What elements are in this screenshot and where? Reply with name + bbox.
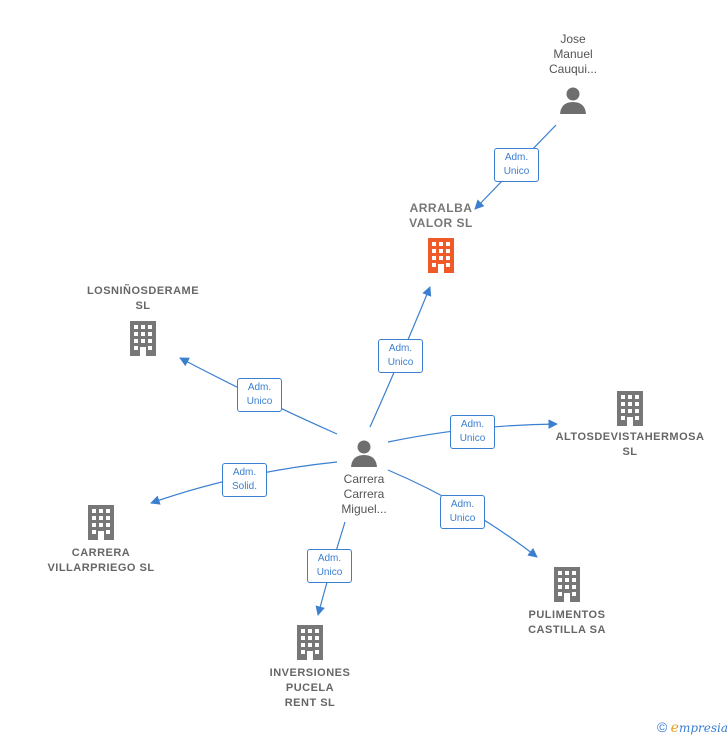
relation-badge[interactable]: Adm. Unico [440,495,485,529]
brand-name: empresia [670,720,728,736]
building-icon [512,566,622,602]
person-icon [322,438,406,468]
empresia-credit[interactable]: © empresia [657,719,728,736]
node-label-line: Jose [560,32,586,46]
node-arralba-valor[interactable]: ARRALBA VALOR SL [386,201,496,273]
badge-line: Adm. [504,152,529,163]
node-losninosderame[interactable]: LOSNIÑOSDERAME SL [78,284,208,356]
badge-line: Unico [449,513,476,524]
badge-line: Unico [387,357,414,368]
node-label-line: RENT SL [284,697,336,709]
badge-line: Adm. [317,553,342,564]
badge-line: Unico [316,567,343,578]
relation-badge[interactable]: Adm. Solid. [222,463,267,497]
node-label-line: VALOR SL [409,216,473,230]
badge-line: Unico [459,433,486,444]
node-label-line: CASTILLA SA [528,624,606,636]
badge-line: Adm. [247,382,272,393]
node-label-line: PUCELA [285,682,335,694]
node-label-line: SL [135,300,151,312]
node-carrera-carrera-miguel[interactable]: Carrera Carrera Miguel... [322,438,406,517]
relation-badge[interactable]: Adm. Unico [450,415,495,449]
node-label-line: PULIMENTOS [528,609,606,621]
node-inversiones-pucela[interactable]: INVERSIONES PUCELA RENT SL [255,624,365,711]
badge-line: Unico [503,166,530,177]
badge-line: Unico [246,396,273,407]
node-label-line: CARRERA [71,547,131,559]
node-label-line: VILLARPRIEGO SL [47,562,155,574]
relation-badge[interactable]: Adm. Unico [307,549,352,583]
building-icon [550,390,710,426]
brand-initial: e [670,720,679,736]
node-label-line: ARRALBA [409,201,473,215]
node-label-line: LOSNIÑOSDERAME [86,285,200,297]
building-icon [78,320,208,356]
person-icon [523,85,623,115]
building-icon [36,504,166,540]
node-altosdevistahermosa[interactable]: ALTOSDEVISTAHERMOSA SL [550,390,710,460]
badge-line: Adm. [460,419,485,430]
relation-badge[interactable]: Adm. Unico [237,378,282,412]
relation-badge[interactable]: Adm. Unico [378,339,423,373]
node-label-line: ALTOSDEVISTAHERMOSA [555,431,705,443]
copyright-symbol: © [656,719,668,735]
badge-line: Solid. [231,481,257,492]
node-jose-manuel[interactable]: Jose Manuel Cauqui... [523,32,623,115]
badge-line: Adm. [388,343,413,354]
building-icon [386,237,496,273]
node-label-line: SL [622,446,638,458]
badge-line: Adm. [450,499,475,510]
building-icon [255,624,365,660]
badge-line: Adm. [232,467,257,478]
node-label-line: Carrera [343,487,385,501]
node-carrera-villarpriego[interactable]: CARRERA VILLARPRIEGO SL [36,504,166,576]
node-pulimentos-castilla[interactable]: PULIMENTOS CASTILLA SA [512,566,622,638]
brand-rest: mpresia [678,721,728,735]
node-label-line: Cauqui... [548,62,598,76]
node-label-line: INVERSIONES [269,667,351,679]
node-label-line: Manuel [553,47,593,61]
relation-badge[interactable]: Adm. Unico [494,148,539,182]
node-label-line: Miguel... [341,502,387,516]
node-label-line: Carrera [343,472,385,486]
